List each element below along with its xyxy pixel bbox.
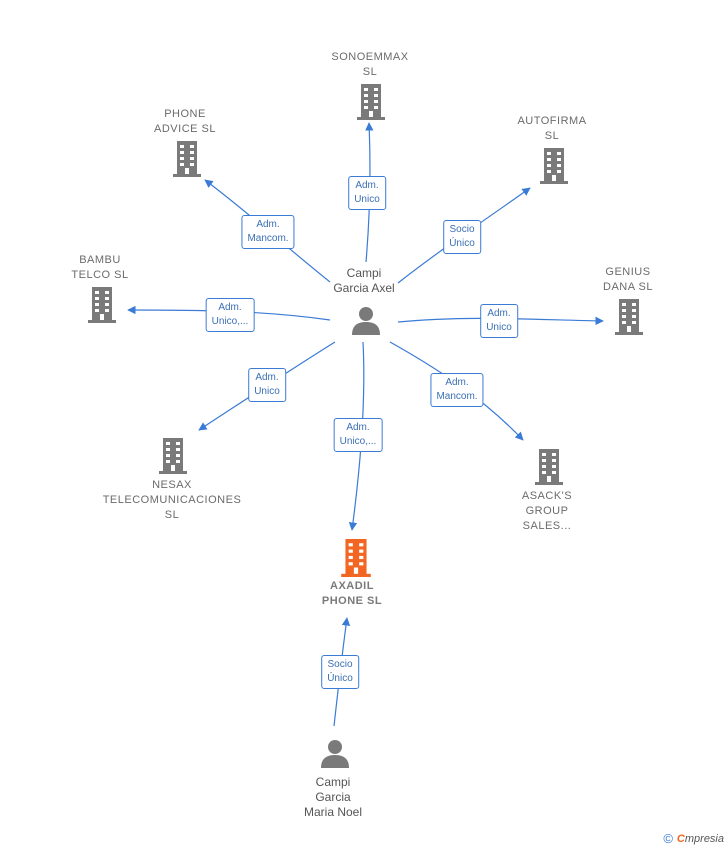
brand-logo: Cmpresia — [676, 832, 724, 845]
copyright-icon: © — [663, 831, 673, 846]
brand-footer[interactable]: © Cmpresia — [663, 831, 724, 846]
edge-label-genius[interactable]: Adm. Unico — [480, 304, 518, 338]
edge-label-phone-advice[interactable]: Adm. Mancom. — [241, 215, 295, 249]
center-person-label[interactable]: Campi Garcia Axel — [333, 266, 395, 295]
edge-label-nesax[interactable]: Adm. Unico — [248, 368, 286, 402]
person-icon[interactable] — [351, 305, 381, 335]
building-icon[interactable] — [88, 287, 116, 323]
edge-label-asacks[interactable]: Adm. Mancom. — [430, 373, 484, 407]
edge-label-autofirma[interactable]: Socio Único — [443, 220, 481, 254]
building-icon[interactable] — [173, 141, 201, 177]
edge-label-bottom[interactable]: Socio Único — [321, 655, 359, 689]
company-label-genius[interactable]: GENIUS DANA SL — [603, 266, 653, 293]
company-label-autofirma[interactable]: AUTOFIRMA SL — [517, 115, 587, 142]
company-label-asacks[interactable]: ASACK'S GROUP SALES... — [521, 490, 573, 532]
edge-label-axadil[interactable]: Adm. Unico,... — [333, 418, 383, 452]
edge-label-sonoemmax[interactable]: Adm. Unico — [348, 176, 386, 210]
building-icon[interactable] — [540, 148, 568, 184]
company-label-bambu[interactable]: BAMBU TELCO SL — [71, 254, 129, 281]
main-building-icon[interactable] — [341, 539, 371, 577]
building-icon[interactable] — [615, 299, 643, 335]
main-company-label[interactable]: AXADIL PHONE SL — [321, 580, 383, 607]
edge-label-bambu[interactable]: Adm. Unico,... — [205, 298, 255, 332]
building-icon[interactable] — [535, 449, 563, 485]
company-label-phone-advice[interactable]: PHONE ADVICE SL — [154, 108, 216, 135]
building-icon[interactable] — [159, 438, 187, 474]
bottom-person-label[interactable]: Campi Garcia Maria Noel — [303, 775, 363, 819]
company-label-sonoemmax[interactable]: SONOEMMAX SL — [331, 51, 409, 78]
company-label-nesax[interactable]: NESAX TELECOMUNICACIONES SL — [102, 479, 242, 521]
building-icon[interactable] — [357, 84, 385, 120]
person-icon[interactable] — [320, 738, 350, 768]
